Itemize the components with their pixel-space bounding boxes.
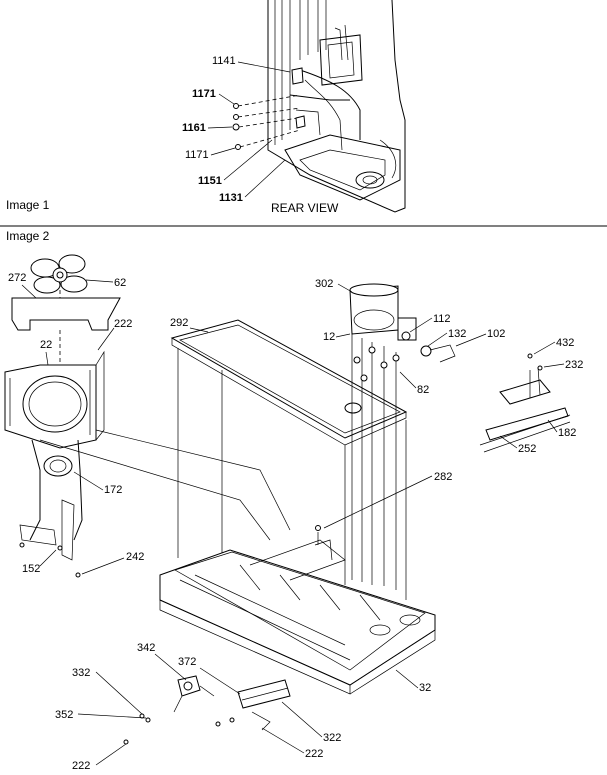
callout-342: 342 [137, 642, 155, 654]
callout-1171-top: 1171 [192, 88, 216, 100]
callout-272: 272 [8, 272, 26, 284]
callout-232: 232 [565, 359, 583, 371]
callout-1141: 1141 [212, 55, 236, 67]
callout-332: 332 [72, 667, 90, 679]
callout-432: 432 [556, 337, 574, 349]
callout-1161: 1161 [182, 122, 206, 134]
callout-112: 112 [433, 313, 451, 325]
callout-242: 242 [126, 551, 144, 563]
fan-blade [30, 254, 88, 294]
callout-172: 172 [104, 484, 122, 496]
callout-62: 62 [114, 277, 126, 289]
section-label-image-2: Image 2 [6, 229, 50, 243]
callout-182: 182 [558, 427, 576, 439]
callout-82: 82 [417, 384, 429, 396]
callout-1151: 1151 [198, 175, 222, 187]
liner-top-panel [170, 319, 408, 446]
section-label-image-1: Image 1 [6, 198, 50, 212]
fan-shroud [4, 350, 105, 449]
drain-tube-assembly [19, 439, 83, 578]
callout-102: 102 [487, 328, 505, 340]
fan-cover-plate [11, 297, 121, 331]
bracket-assembly [479, 353, 571, 453]
callout-252: 252 [518, 443, 536, 455]
callout-322: 322 [323, 732, 341, 744]
callout-222-left: 222 [72, 760, 90, 772]
callout-372: 372 [178, 656, 196, 668]
callout-222-fan: 222 [114, 318, 132, 330]
rear-view-label: REAR VIEW [271, 201, 339, 215]
damper-assembly [123, 675, 291, 745]
callout-352: 352 [55, 709, 73, 721]
rear-view-illustration [232, 0, 406, 213]
compressor-group [349, 283, 456, 382]
callout-1171-bottom: 1171 [185, 149, 209, 161]
callout-12: 12 [323, 331, 335, 343]
callout-282: 282 [434, 471, 452, 483]
callout-302: 302 [315, 278, 333, 290]
callout-132: 132 [448, 328, 466, 340]
callout-222-right: 222 [305, 748, 323, 760]
base-pan [159, 539, 436, 695]
callout-152: 152 [22, 563, 40, 575]
callout-1131: 1131 [219, 192, 243, 204]
callout-22: 22 [40, 339, 52, 351]
callout-32: 32 [419, 682, 431, 694]
callout-292: 292 [170, 317, 188, 329]
